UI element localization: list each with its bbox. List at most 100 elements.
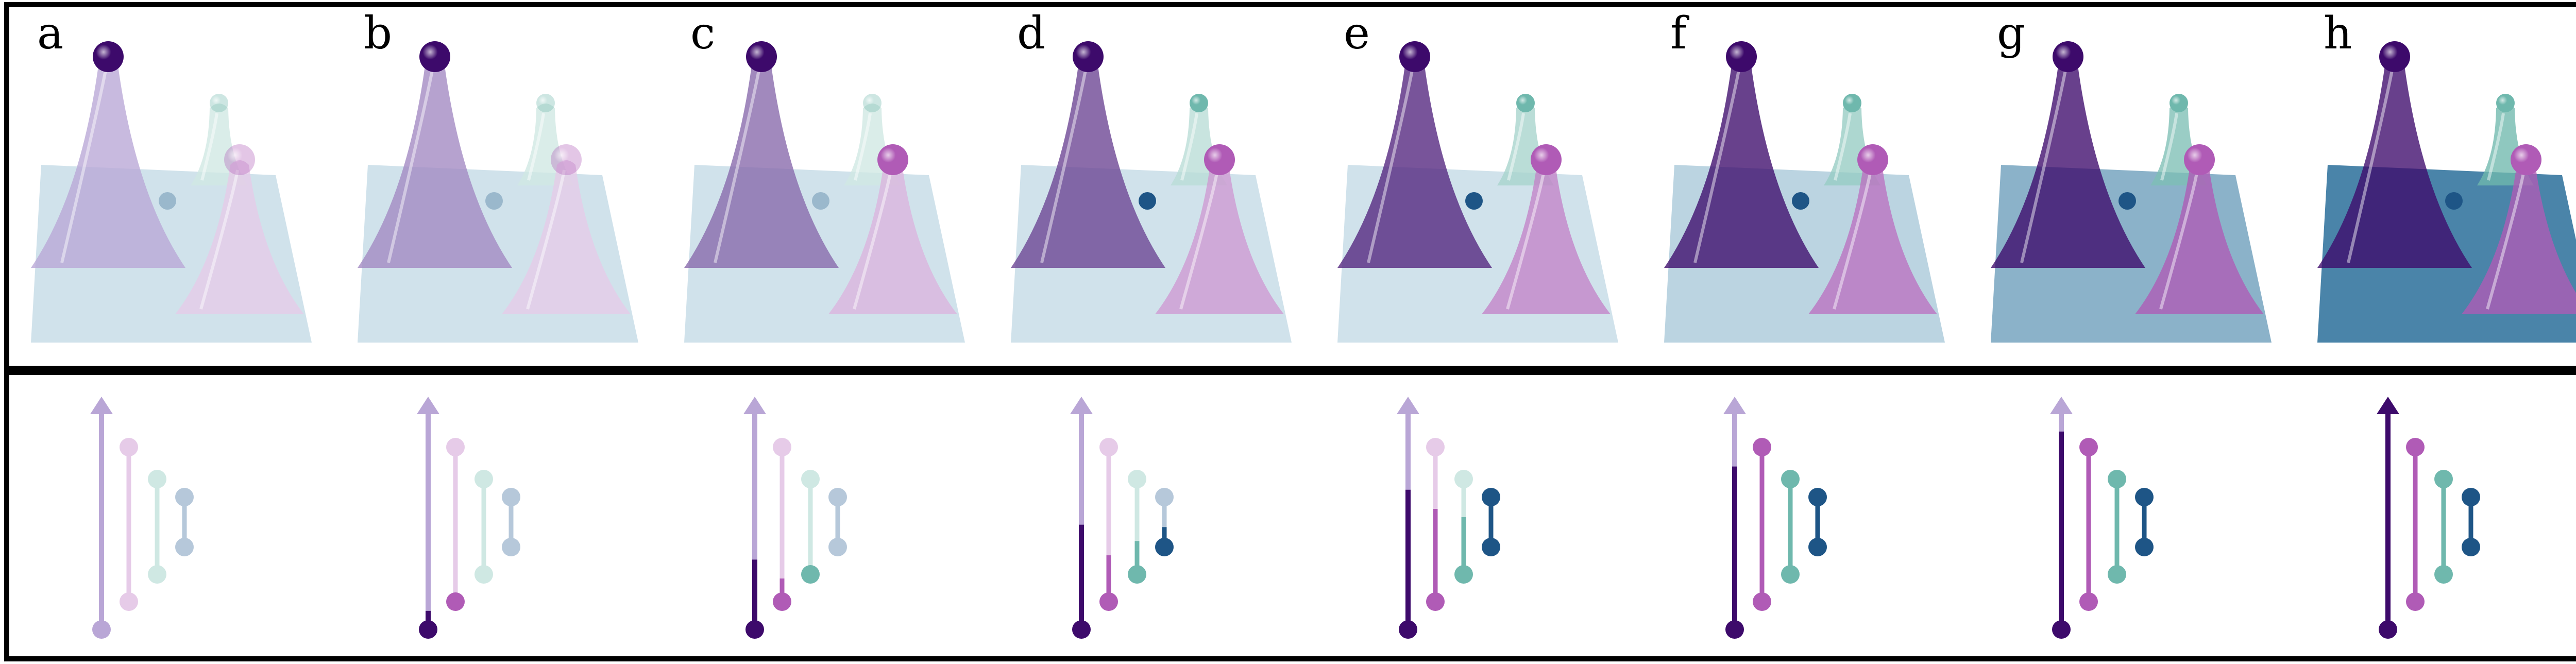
peak-mound xyxy=(2135,160,2264,314)
panel-label-h: h xyxy=(2324,8,2352,59)
landscape-h xyxy=(2317,41,2576,343)
barcode-arrow-head xyxy=(2377,397,2399,414)
barcode-arrow-head xyxy=(2050,397,2073,414)
barcode-death-point xyxy=(120,438,138,456)
peak-mound xyxy=(175,160,304,314)
panel-label-e: e xyxy=(1344,8,1370,59)
peak-highlight xyxy=(527,113,545,181)
sphere-shine xyxy=(2379,41,2410,72)
peak-highlight xyxy=(1179,169,1219,310)
barcode-birth-point xyxy=(1781,565,1800,584)
barcode-birth-point xyxy=(2434,565,2453,584)
saddle-sphere xyxy=(1792,192,1809,210)
peak-highlight xyxy=(387,66,434,263)
barcode-arrow-head xyxy=(743,397,766,414)
peak-highlight xyxy=(1180,113,1198,181)
saddle-sphere xyxy=(2445,192,2463,210)
barcode-birth-point xyxy=(2135,538,2154,556)
barcode-g xyxy=(2050,397,2154,639)
panel-label-c: c xyxy=(690,8,716,59)
landscape-b xyxy=(358,41,638,343)
barcode-death-point xyxy=(1155,488,1174,506)
sphere-shine xyxy=(1204,144,1235,175)
landscape-e xyxy=(1337,41,1618,343)
barcode-death-point xyxy=(2108,470,2126,488)
peak-mound xyxy=(31,57,185,268)
sphere-shine xyxy=(1073,41,1104,72)
barcode-birth-point xyxy=(801,565,820,584)
barcode-birth-point xyxy=(148,565,166,584)
barcode-b xyxy=(417,397,520,639)
panel-label-f: f xyxy=(1670,8,1687,59)
barcode-death-point xyxy=(2462,488,2480,506)
peak-highlight xyxy=(200,113,218,181)
barcode-birth-point xyxy=(1725,620,1744,639)
barcode-death-point xyxy=(2079,438,2098,456)
peak-mound xyxy=(828,160,957,314)
barcode-e xyxy=(1397,397,1500,639)
sphere-shine xyxy=(224,144,255,175)
barcode-arrow-head xyxy=(417,397,439,414)
barcode-birth-point xyxy=(2052,620,2071,639)
sphere-shine xyxy=(1726,41,1757,72)
barcode-birth-point xyxy=(1072,620,1091,639)
barcode-birth-point xyxy=(745,620,764,639)
saddle-sphere xyxy=(2119,192,2136,210)
sphere-shine xyxy=(877,144,908,175)
landscape-panel-row xyxy=(4,2,2576,371)
sphere-shine xyxy=(2053,41,2083,72)
landscape-f xyxy=(1664,41,1945,343)
saddle-sphere xyxy=(159,192,176,210)
barcode-death-point xyxy=(1454,470,1473,488)
peak-highlight xyxy=(2347,66,2394,263)
barcode-death-point xyxy=(1099,438,1118,456)
sphere-shine xyxy=(2170,94,2188,112)
barcode-a xyxy=(90,397,194,639)
barcode-death-point xyxy=(148,470,166,488)
sphere-shine xyxy=(536,94,555,112)
peak-mound xyxy=(358,57,512,268)
barcode-death-point xyxy=(828,488,847,506)
sphere-shine xyxy=(1857,144,1888,175)
peak-highlight xyxy=(854,113,872,181)
sphere-shine xyxy=(1190,94,1208,112)
barcode-birth-point xyxy=(773,592,791,611)
barcode-birth-point xyxy=(474,565,493,584)
barcode-arrow-head xyxy=(90,397,113,414)
sphere-shine xyxy=(551,144,582,175)
sphere-shine xyxy=(1399,41,1430,72)
sphere-shine xyxy=(210,94,228,112)
barcode-death-point xyxy=(474,470,493,488)
sphere-shine xyxy=(1516,94,1535,112)
peak-highlight xyxy=(1834,113,1852,181)
barcode-birth-point xyxy=(1808,538,1827,556)
barcode-death-point xyxy=(1808,488,1827,506)
peak-mound xyxy=(684,57,839,268)
barcode-birth-point xyxy=(2108,565,2126,584)
barcode-birth-point xyxy=(1128,565,1146,584)
barcode-birth-point xyxy=(1155,538,1174,556)
peak-mound xyxy=(1482,160,1611,314)
barcode-birth-point xyxy=(2079,592,2098,611)
barcode-arrow-head xyxy=(1723,397,1746,414)
barcode-death-point xyxy=(1426,438,1445,456)
peak-highlight xyxy=(60,66,108,263)
sphere-shine xyxy=(746,41,777,72)
barcode-death-point xyxy=(773,438,791,456)
barcode-birth-point xyxy=(2379,620,2397,639)
barcode-birth-point xyxy=(502,538,520,556)
peak-highlight xyxy=(2159,169,2199,310)
peak-mound xyxy=(1808,160,1937,314)
sphere-shine xyxy=(2496,94,2515,112)
panel-label-a: a xyxy=(37,8,64,59)
sphere-shine xyxy=(419,41,450,72)
sphere-shine xyxy=(1531,144,1562,175)
barcode-death-point xyxy=(175,488,194,506)
peak-mound xyxy=(502,160,631,314)
barcode-death-point xyxy=(2135,488,2154,506)
barcode-death-point xyxy=(1753,438,1771,456)
panel-label-g: g xyxy=(1997,8,2026,59)
barcode-death-point xyxy=(801,470,820,488)
saddle-sphere xyxy=(485,192,503,210)
